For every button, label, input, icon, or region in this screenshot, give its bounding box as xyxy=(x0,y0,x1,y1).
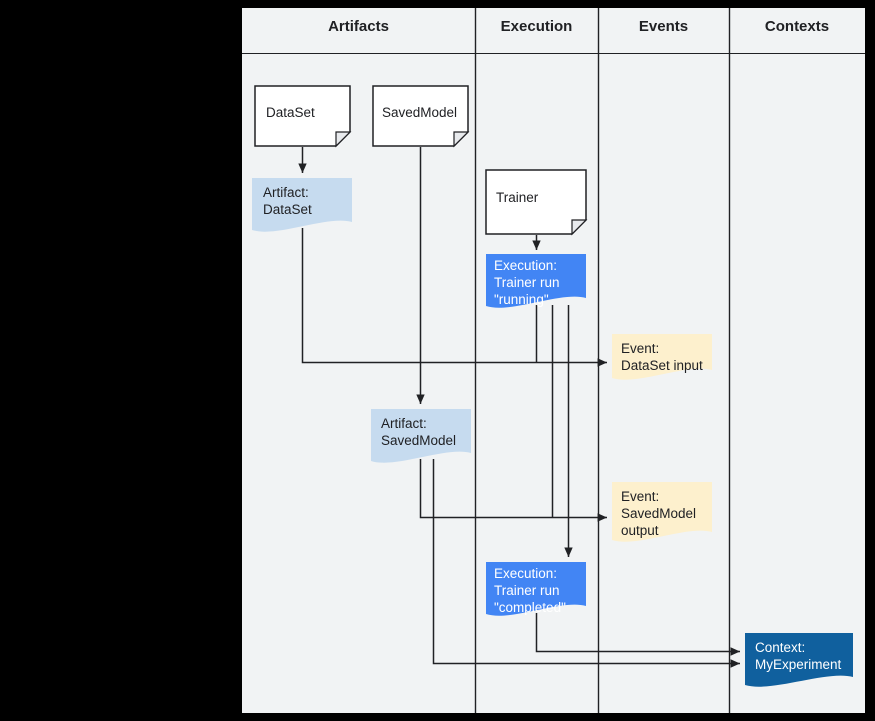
column-header-artifacts: Artifacts xyxy=(328,18,389,35)
node-context-myexperiment[interactable] xyxy=(745,633,853,687)
node-label-context-myexperiment: Context: MyExperiment xyxy=(755,640,842,672)
node-label-event-dataset-input: Event: DataSet input xyxy=(621,341,703,373)
node-label-trainer-type: Trainer xyxy=(496,190,539,205)
node-execution-running[interactable] xyxy=(486,254,586,308)
column-header-contexts: Contexts xyxy=(764,18,830,35)
connector-execution-completed-to-context xyxy=(535,613,740,656)
node-label-event-savedmodel-output: Event: SavedModel output xyxy=(621,489,697,538)
connectors xyxy=(298,147,740,668)
node-label-artifact-dataset: Artifact: DataSet xyxy=(263,185,312,217)
node-label-savedmodel-type: SavedModel xyxy=(382,105,458,120)
node-label-dataset-type: DataSet xyxy=(266,105,315,120)
connector-artifact-savedmodel-to-context xyxy=(432,459,740,668)
node-trainer-type[interactable] xyxy=(485,169,588,236)
node-label-execution-completed: Execution: Trainer run "completed" xyxy=(494,566,566,615)
column-header-events: Events xyxy=(638,18,689,35)
node-artifact-savedmodel[interactable] xyxy=(371,409,471,463)
column-header-execution: Execution xyxy=(500,18,573,35)
connector-artifact-savedmodel-to-event xyxy=(419,459,607,522)
node-dataset-type[interactable] xyxy=(254,85,352,148)
node-event-dataset-input[interactable] xyxy=(612,334,712,380)
connector-artifact-dataset-to-event xyxy=(301,228,607,367)
node-label-execution-running: Execution: Trainer run "running" xyxy=(494,258,560,307)
node-execution-completed[interactable] xyxy=(486,562,586,616)
node-artifact-dataset[interactable] xyxy=(252,178,352,232)
node-savedmodel-type[interactable] xyxy=(372,85,470,148)
node-label-artifact-savedmodel: Artifact: SavedModel xyxy=(381,416,457,448)
node-event-savedmodel-output[interactable] xyxy=(612,482,712,542)
